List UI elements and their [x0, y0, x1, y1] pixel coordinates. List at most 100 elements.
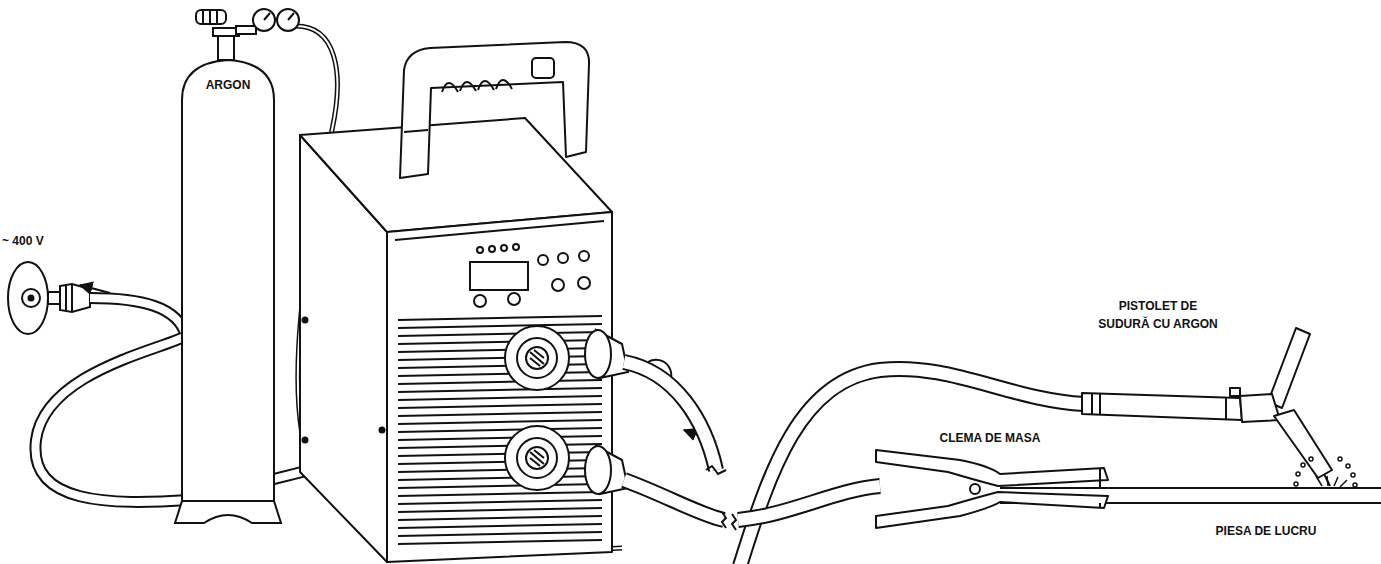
welding-machine [303, 438, 308, 443]
ground-clamp [970, 484, 980, 494]
gas-cylinder [182, 60, 274, 501]
wall-socket [29, 296, 34, 301]
part-label: PIESA DE LUCRU [1196, 522, 1336, 540]
output-socket [517, 438, 557, 478]
vent-grille [398, 524, 602, 528]
control-panel [501, 245, 507, 251]
arc-sparks [1309, 457, 1313, 461]
output-socket [505, 426, 569, 490]
control-panel [477, 247, 483, 253]
output-socket [517, 338, 557, 378]
welding-cable [624, 362, 1084, 564]
mains-plug [48, 284, 90, 312]
vent-grille [398, 396, 602, 400]
vent-grille [398, 348, 602, 352]
vent-grille [398, 364, 602, 368]
welding-machine [395, 221, 604, 240]
cable-plug [585, 446, 611, 494]
wall-socket [8, 262, 48, 334]
vent-grille [398, 316, 602, 544]
cable-break [722, 512, 726, 528]
vent-grille [398, 492, 602, 496]
vent-grille [398, 540, 602, 544]
cylinder-valve [196, 10, 256, 60]
arc-sparks [1327, 476, 1328, 486]
output-socket [505, 326, 569, 390]
vent-grille [398, 484, 602, 488]
vent-grille [398, 444, 602, 448]
vent-grille [398, 532, 602, 536]
welding-cable [624, 362, 716, 470]
tig-torch [1099, 394, 1101, 415]
vent-grille [398, 428, 602, 432]
control-panel [538, 255, 548, 265]
control-panel [513, 244, 519, 250]
arc-sparks [1334, 477, 1338, 486]
gas-cylinder: ARGON [172, 55, 284, 525]
machine-handle [400, 42, 589, 178]
control-panel [470, 244, 590, 307]
tig-torch [1230, 388, 1240, 396]
welding-machine [380, 428, 385, 433]
cylinder-valve [196, 10, 226, 24]
tig-torch [1274, 410, 1332, 478]
vent-grille [398, 420, 602, 424]
vent-grille [398, 332, 602, 336]
arc-sparks [1316, 476, 1322, 486]
arc-sparks [1353, 483, 1357, 487]
welding-cable [738, 486, 880, 520]
vent-grille [398, 372, 602, 376]
machine-handle [496, 80, 512, 89]
arc-sparks [1340, 480, 1347, 487]
regulator-gauge [253, 9, 275, 31]
output-socket [526, 347, 548, 369]
mains-plug [60, 284, 90, 312]
cylinder-valve [209, 11, 211, 23]
welding-machine [387, 212, 612, 562]
control-panel [489, 246, 495, 252]
cable-break [706, 466, 736, 530]
regulator-gauge [253, 9, 299, 31]
vent-grille [398, 412, 602, 416]
control-panel [579, 251, 589, 261]
tig-torch [1268, 328, 1310, 408]
mains-plug [48, 292, 60, 304]
output-socket [530, 450, 544, 466]
cylinder-valve [216, 11, 218, 23]
cylinder-valve [236, 26, 256, 34]
arc-sparks [1294, 457, 1357, 487]
vent-grille [398, 516, 602, 520]
cable-break [706, 466, 726, 474]
regulator-gauge [264, 13, 270, 20]
ground-clamp [876, 450, 1108, 528]
arc-sparks [1301, 463, 1305, 467]
control-panel [470, 262, 528, 290]
control-panel [508, 293, 520, 305]
output-socket [530, 350, 544, 366]
tig-torch [1240, 394, 1280, 422]
plug-arrow [80, 285, 110, 293]
wall-socket [8, 262, 48, 334]
vent-grille [398, 460, 602, 464]
vent-grille [398, 500, 602, 504]
ground-clamp [876, 450, 1108, 486]
welding-cable [624, 480, 724, 520]
machine-handle [460, 82, 476, 91]
ground-clamp [1099, 468, 1101, 488]
control-panel [552, 279, 564, 291]
vent-grille [398, 436, 602, 440]
output-socket [505, 326, 569, 490]
vent-grille [398, 356, 602, 360]
cylinder-valve [218, 34, 234, 60]
workpiece [1000, 487, 1381, 489]
arc-sparks [1346, 464, 1350, 468]
ground-clamp [1099, 503, 1101, 508]
cylinder-valve [202, 11, 204, 23]
welding-machine [303, 318, 308, 323]
welding-cable [624, 480, 724, 520]
machine-handle [478, 81, 494, 90]
output-socket [526, 447, 548, 469]
cable-break [732, 514, 736, 530]
machine-handle [532, 58, 554, 78]
